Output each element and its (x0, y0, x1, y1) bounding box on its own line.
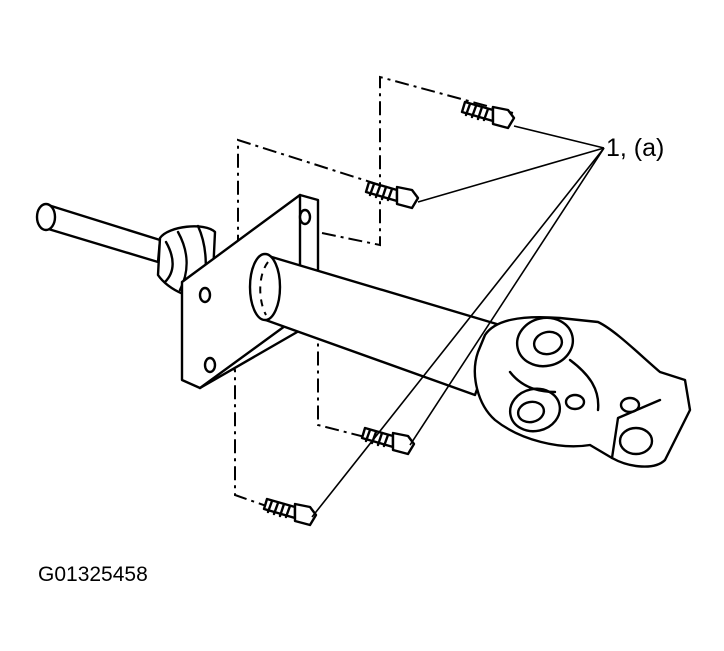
flange-hole (198, 286, 212, 304)
flange-hole (203, 356, 217, 374)
shaft-tube (248, 252, 502, 397)
flange-hole (298, 208, 312, 226)
bolt (360, 426, 416, 456)
bolt (364, 180, 420, 210)
universal-joint (473, 315, 692, 468)
bolt (460, 100, 516, 130)
bolt (262, 497, 318, 527)
input-shaft (35, 202, 162, 264)
callout-label: 1, (a) (606, 134, 664, 162)
callout-leader-lines (311, 125, 605, 518)
figure-id: G01325458 (38, 563, 148, 586)
